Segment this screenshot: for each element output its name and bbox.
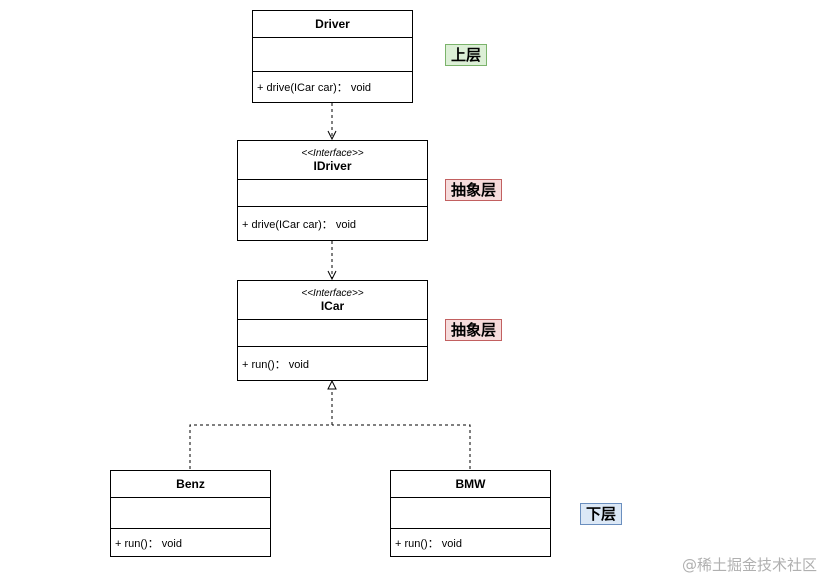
class-benz-attributes (111, 498, 270, 529)
class-icar-stereotype: <<Interface>> (301, 287, 364, 299)
class-icar-operations: + run()： void (238, 347, 427, 380)
class-idriver-operation: + drive(ICar car)： void (242, 218, 357, 231)
class-benz-operation: + run()： void (115, 537, 182, 550)
class-bmw-operation: + run()： void (395, 537, 462, 550)
class-bmw-name: BMW (455, 477, 486, 491)
realization-line-benz (189, 424, 332, 469)
class-icar-operation: + run()： void (242, 358, 309, 371)
class-bmw-attributes (391, 498, 550, 529)
watermark: @稀土掘金技术社区 (681, 556, 817, 574)
class-idriver-name: IDriver (313, 158, 352, 173)
class-icar-attributes (238, 320, 427, 347)
class-benz[interactable]: Benz + run()： void (110, 470, 271, 557)
realization-line-bmw (332, 424, 471, 469)
class-driver-header: Driver (253, 11, 412, 38)
class-driver-operations: + drive(ICar car)： void (253, 72, 412, 102)
layer-tag-abstract-icar: 抽象层 (445, 319, 503, 341)
class-benz-name: Benz (176, 477, 205, 491)
layer-tag-upper: 上层 (445, 44, 488, 66)
class-icar[interactable]: <<Interface>> ICar + run()： void (237, 280, 428, 381)
layer-tag-abstract-idriver: 抽象层 (445, 179, 503, 201)
class-idriver-header: <<Interface>> IDriver (238, 141, 427, 180)
class-benz-operations: + run()： void (111, 529, 270, 556)
class-icar-header: <<Interface>> ICar (238, 281, 427, 320)
class-idriver-attributes (238, 180, 427, 207)
class-idriver-operations: + drive(ICar car)： void (238, 207, 427, 240)
layer-tag-lower: 下层 (580, 503, 623, 525)
class-driver-operation: + drive(ICar car)： void (257, 82, 372, 94)
realization-arrowhead (327, 379, 337, 390)
class-idriver[interactable]: <<Interface>> IDriver + drive(ICar car)：… (237, 140, 428, 241)
class-bmw-operations: + run()： void (391, 529, 550, 556)
class-bmw[interactable]: BMW + run()： void (390, 470, 551, 557)
class-icar-name: ICar (320, 298, 345, 313)
class-benz-header: Benz (111, 471, 270, 498)
class-driver-attributes (253, 38, 412, 72)
class-driver-name: Driver (315, 17, 350, 31)
class-bmw-header: BMW (391, 471, 550, 498)
class-idriver-stereotype: <<Interface>> (301, 147, 364, 159)
class-driver[interactable]: Driver + drive(ICar car)： void (252, 10, 413, 103)
